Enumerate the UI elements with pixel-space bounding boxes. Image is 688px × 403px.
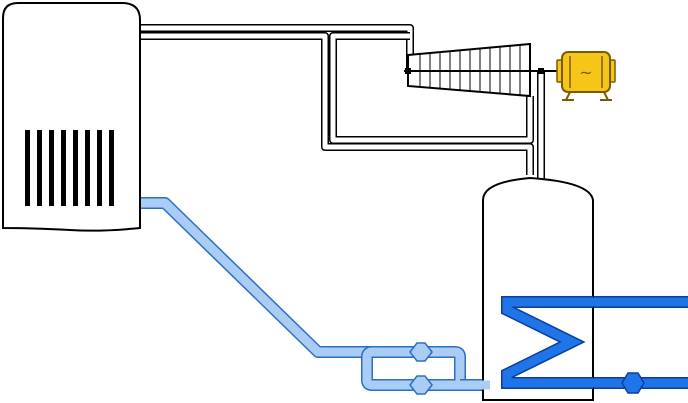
- turbine-icon: [404, 42, 565, 98]
- feedwater-circuit: [140, 197, 487, 395]
- generator-symbol: ~: [579, 63, 592, 82]
- generator-icon: ~: [556, 51, 616, 101]
- boiler-icon: [2, 1, 141, 232]
- pump-icon: [409, 375, 433, 395]
- pump-icon: [409, 342, 433, 362]
- cooling-water-coil: [501, 296, 595, 389]
- burner-icon: [25, 130, 114, 206]
- pump-icon: [621, 372, 645, 394]
- steam-circuit: [140, 24, 545, 182]
- feedwater-pipe: [140, 197, 372, 358]
- condenser-icon: [482, 176, 594, 401]
